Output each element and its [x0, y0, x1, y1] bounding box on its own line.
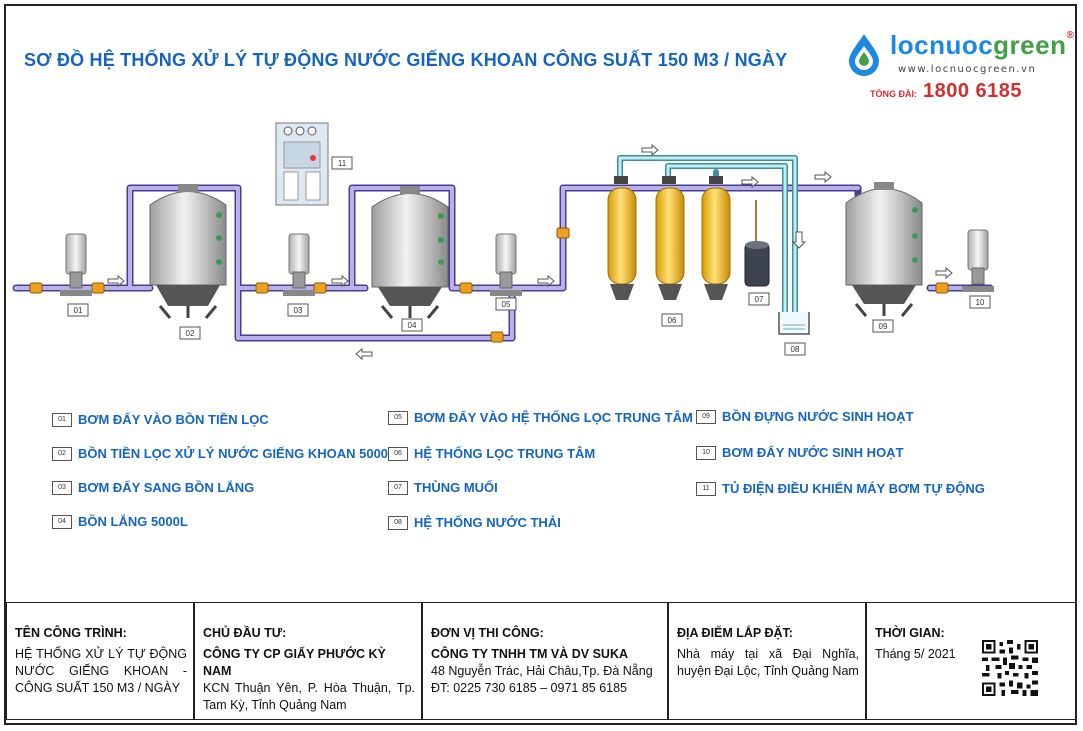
svg-text:02: 02 [186, 329, 195, 338]
label-02: 02 [179, 326, 201, 340]
label-10: 10 [969, 295, 991, 309]
svg-text:09: 09 [879, 322, 888, 331]
water-drop-icon [849, 34, 879, 76]
filter-columns-06 [607, 176, 731, 300]
tank-04 [371, 186, 449, 319]
salt-tank-07 [744, 200, 770, 287]
flow-arrows [107, 143, 953, 361]
svg-text:10: 10 [976, 298, 985, 307]
website-url: www.locnuocgreen.vn [898, 64, 1037, 75]
svg-text:01: 01 [74, 306, 83, 315]
pump-03 [283, 233, 315, 296]
pump-01 [60, 233, 92, 296]
label-09: 09 [872, 319, 894, 333]
pump-05 [490, 233, 522, 296]
process-diagram: 01 02 03 04 05 06 07 08 09 10 11 [12, 122, 994, 361]
svg-text:08: 08 [791, 345, 800, 354]
info-time: THỜI GIAN: Tháng 5/ 2021 [866, 602, 1076, 720]
svg-text:11: 11 [338, 159, 347, 168]
svg-text:03: 03 [294, 306, 303, 315]
info-owner: CHỦ ĐẦU TƯ: CÔNG TY CP GIẤY PHƯỚC KỲ NAM… [194, 602, 422, 720]
svg-text:06: 06 [668, 316, 677, 325]
label-07: 07 [748, 292, 770, 306]
page-title: SƠ ĐỒ HỆ THỐNG XỬ LÝ TỰ ĐỘNG NƯỚC GIẾNG … [24, 50, 788, 70]
info-location: ĐỊA ĐIỂM LẮP ĐẶT: Nhà máy tại xã Đại Ngh… [668, 602, 866, 720]
hotline: TỔNG ĐÀI:1800 6185 [870, 80, 1023, 102]
label-11: 11 [331, 156, 353, 170]
svg-text:05: 05 [502, 300, 511, 309]
label-05: 05 [495, 297, 517, 311]
tank-09 [845, 182, 923, 317]
label-06: 06 [661, 313, 683, 327]
wastewater-08 [778, 312, 810, 335]
label-08: 08 [784, 342, 806, 356]
info-project: TÊN CÔNG TRÌNH: HỆ THỐNG XỬ LÝ TỰ ĐỘNG N… [6, 602, 194, 720]
label-03: 03 [287, 303, 309, 317]
page-frame [4, 4, 1077, 725]
brand-name: locnuocgreen® [890, 30, 1075, 60]
label-04: 04 [401, 318, 423, 332]
svg-text:04: 04 [408, 321, 417, 330]
control-cabinet-11 [275, 122, 329, 206]
pump-10 [962, 229, 994, 292]
tank-02 [149, 184, 227, 319]
company-logo: locnuocgreen® www.locnuocgreen.vn TỔNG Đ… [846, 26, 1074, 106]
valves [29, 227, 949, 343]
qr-code-icon [982, 640, 1038, 696]
label-01: 01 [67, 303, 89, 317]
svg-text:07: 07 [755, 295, 764, 304]
equipment-labels: 01 02 03 04 05 06 07 08 09 10 11 [67, 156, 991, 356]
info-contractor: ĐƠN VỊ THI CÔNG: CÔNG TY TNHH TM VÀ DV S… [422, 602, 668, 720]
